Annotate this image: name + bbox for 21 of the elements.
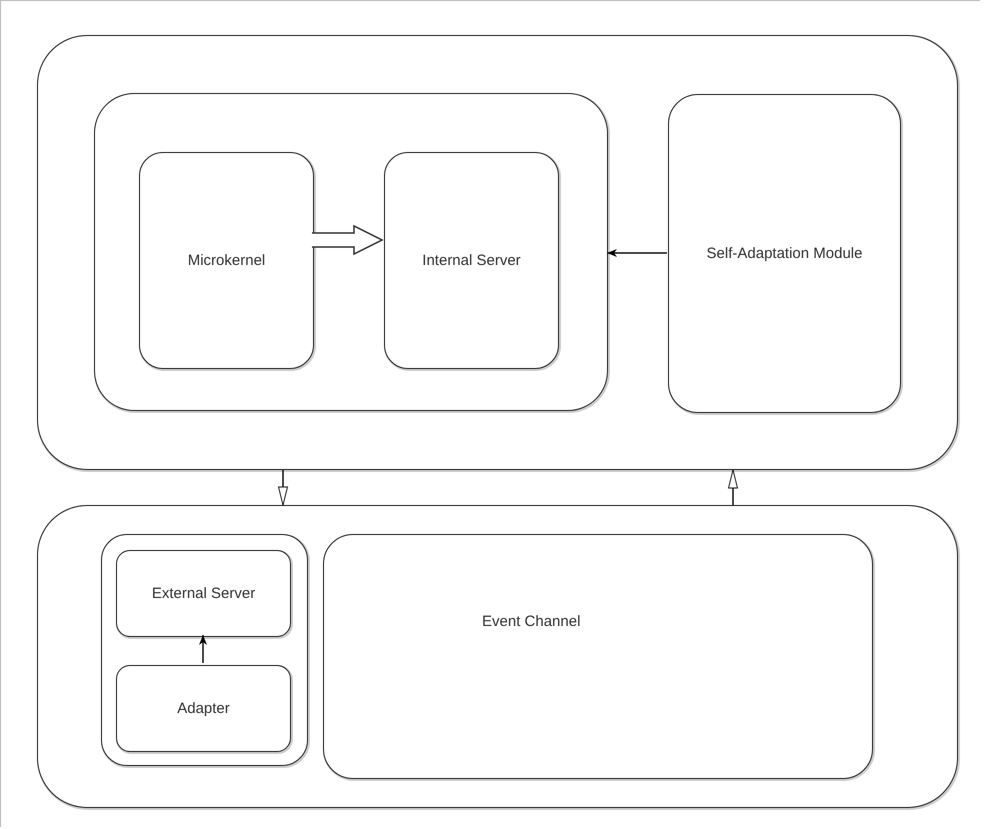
arrow [607, 249, 667, 257]
container-box [101, 534, 308, 766]
container-box [37, 505, 958, 808]
box-label: Adapter [177, 700, 230, 717]
box-label: External Server [152, 585, 256, 602]
box-label: Microkernel [188, 252, 266, 269]
process-box [668, 94, 901, 413]
container-box [37, 35, 958, 470]
process-box [384, 152, 559, 369]
process-box [323, 534, 873, 779]
arrow [728, 470, 738, 505]
arrow [278, 470, 288, 506]
process-box [139, 152, 314, 369]
box-label: Internal Server [422, 252, 521, 269]
process-box [116, 665, 291, 752]
arrow [199, 635, 207, 663]
process-box [116, 550, 291, 637]
block-arrow [311, 224, 384, 256]
box-label: Self-Adaptation Module [706, 245, 862, 262]
container-box [94, 93, 608, 411]
box-label: Event Channel [482, 613, 580, 630]
